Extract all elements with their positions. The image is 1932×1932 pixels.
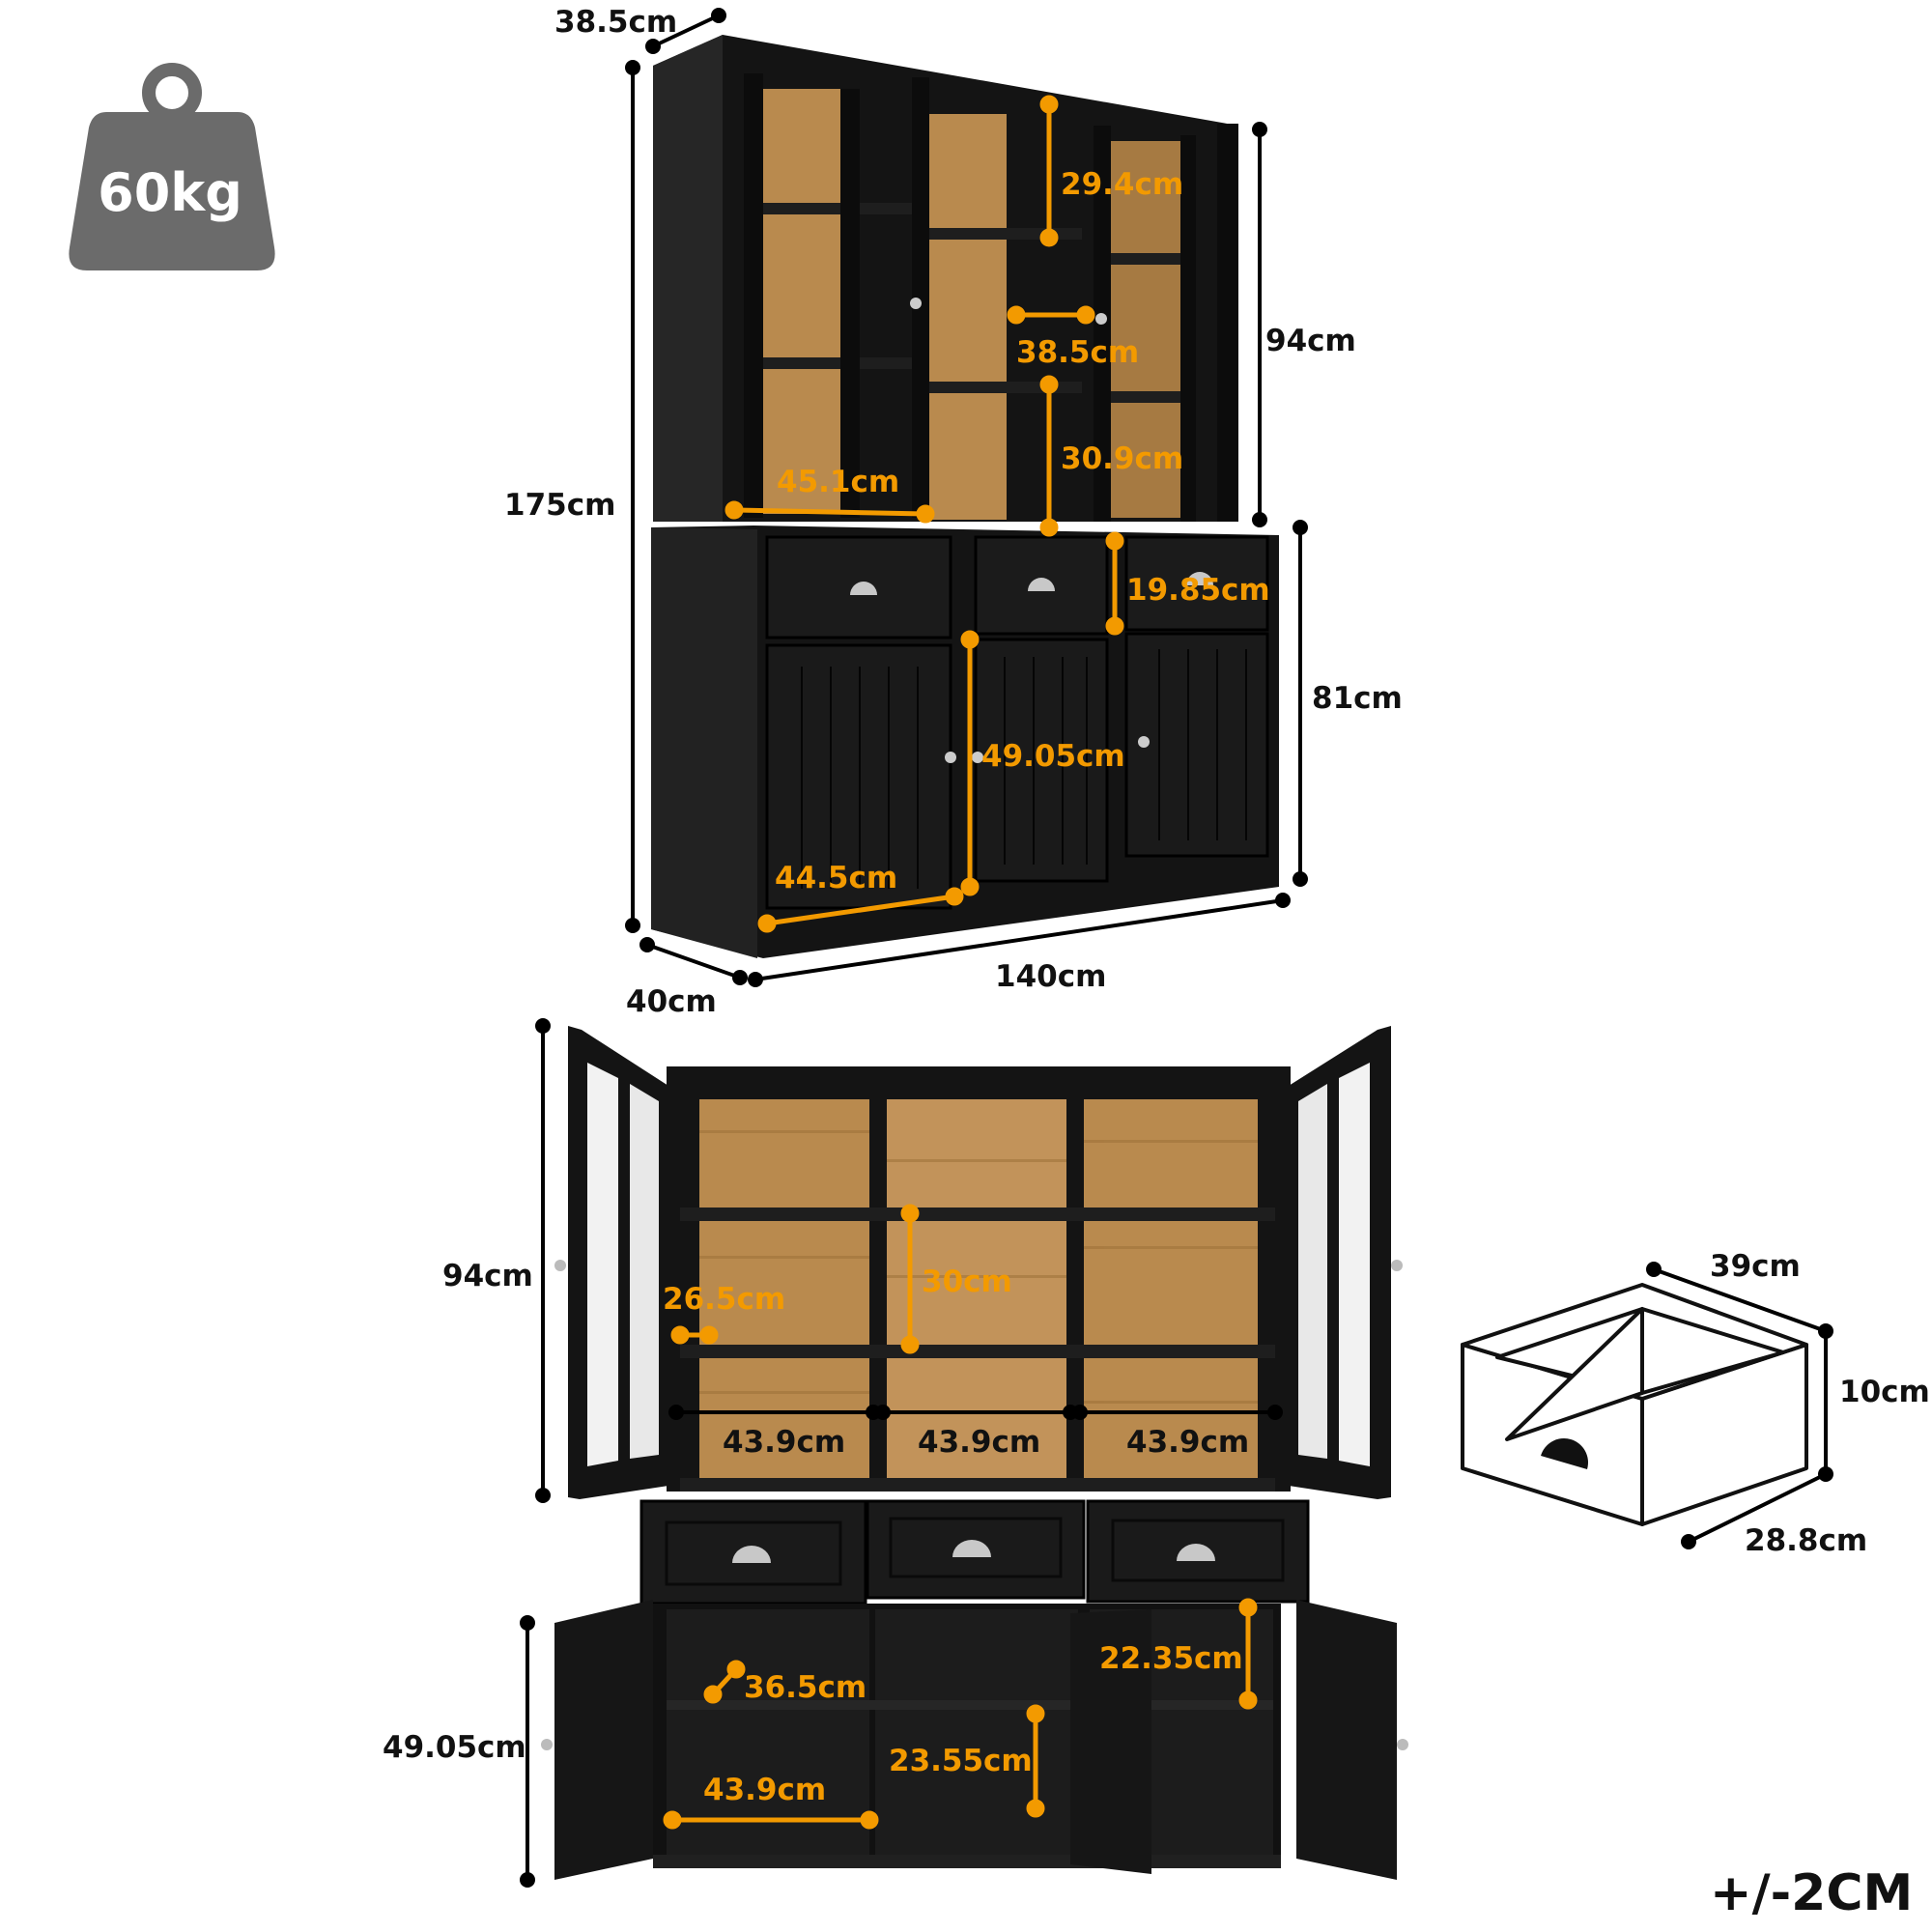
label-base-shelf-upper: 22.35cm — [1099, 1641, 1243, 1676]
label-base-depth: 36.5cm — [744, 1670, 867, 1705]
label-shelf-gap: 30cm — [922, 1264, 1012, 1299]
label-drawer-depth: 28.8cm — [1745, 1523, 1868, 1558]
label-glass-cabinet-width: 45.1cm — [777, 465, 900, 499]
label-compartment-width-2: 43.9cm — [918, 1425, 1041, 1460]
label-drawer-height: 19.85cm — [1126, 573, 1270, 608]
label-door-width: 44.5cm — [775, 861, 898, 895]
label-open-shelf-width: 38.5cm — [1016, 335, 1140, 370]
label-drawer-width: 39cm — [1710, 1249, 1801, 1284]
weight-icon — [69, 63, 275, 270]
label-width: 140cm — [995, 959, 1107, 994]
weight-label: 60kg — [98, 162, 242, 223]
label-compartment-width-3: 43.9cm — [1126, 1425, 1250, 1460]
tolerance-label: +/-2CM — [1710, 1864, 1914, 1922]
label-height-base: 81cm — [1312, 681, 1403, 716]
label-base-height: 49.05cm — [383, 1730, 526, 1765]
label-depth-base: 40cm — [626, 984, 717, 1019]
label-drawer-height: 10cm — [1839, 1375, 1930, 1409]
label-height-hutch: 94cm — [1265, 324, 1356, 358]
label-open-hutch-height: 94cm — [442, 1259, 533, 1293]
drawer-illustration — [1461, 1262, 1833, 1549]
label-shelf-depth: 26.5cm — [663, 1282, 786, 1317]
label-base-width: 43.9cm — [703, 1773, 827, 1807]
label-depth-top: 38.5cm — [554, 5, 678, 40]
label-compartment-width-1: 43.9cm — [723, 1425, 846, 1460]
cabinet-open-illustration — [520, 1018, 1408, 1888]
label-base-shelf-lower: 23.55cm — [889, 1744, 1033, 1778]
label-door-height: 49.05cm — [981, 739, 1125, 774]
label-height-total: 175cm — [504, 488, 616, 523]
label-open-shelf-lower: 30.9cm — [1061, 441, 1184, 476]
cabinet-front-illustration — [625, 8, 1308, 987]
label-open-shelf-upper: 29.4cm — [1061, 167, 1184, 202]
